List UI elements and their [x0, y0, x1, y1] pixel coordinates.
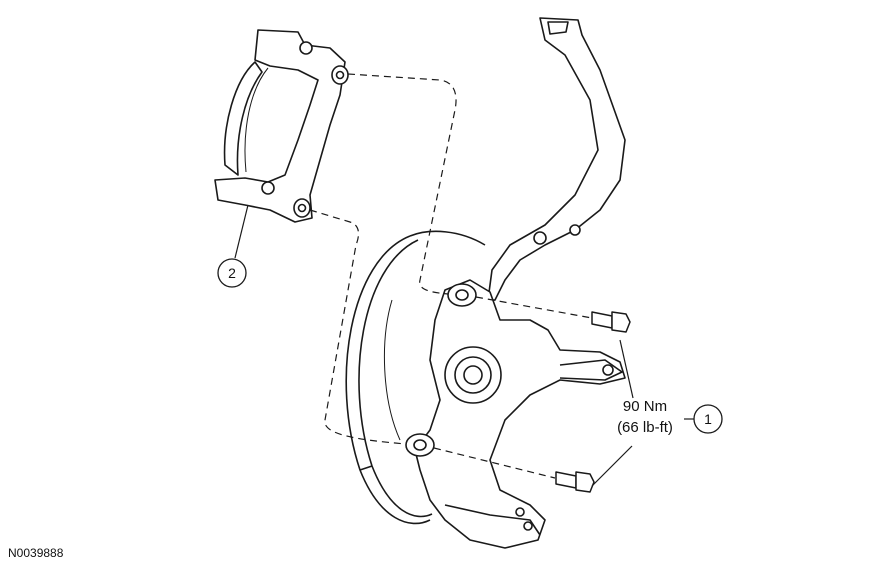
upper-bolt	[591, 311, 631, 333]
callout-2-number: 2	[228, 265, 236, 281]
torque-metric: 90 Nm	[622, 398, 668, 415]
leader-lines	[234, 204, 694, 487]
torque-spec: 90 Nm (66 lb-ft)	[600, 396, 690, 438]
alignment-lines	[309, 73, 593, 479]
callout-2: 2	[217, 258, 247, 288]
steering-knuckle	[405, 17, 626, 549]
callout-1-number: 1	[704, 411, 712, 427]
caliper-anchor-bolts	[555, 311, 631, 493]
figure-id: N0039888	[8, 546, 64, 560]
torque-imperial: (66 lb-ft)	[617, 419, 673, 436]
caliper-anchor-bracket	[214, 29, 349, 223]
lower-bolt	[555, 471, 595, 493]
callout-1: 1	[693, 404, 723, 434]
